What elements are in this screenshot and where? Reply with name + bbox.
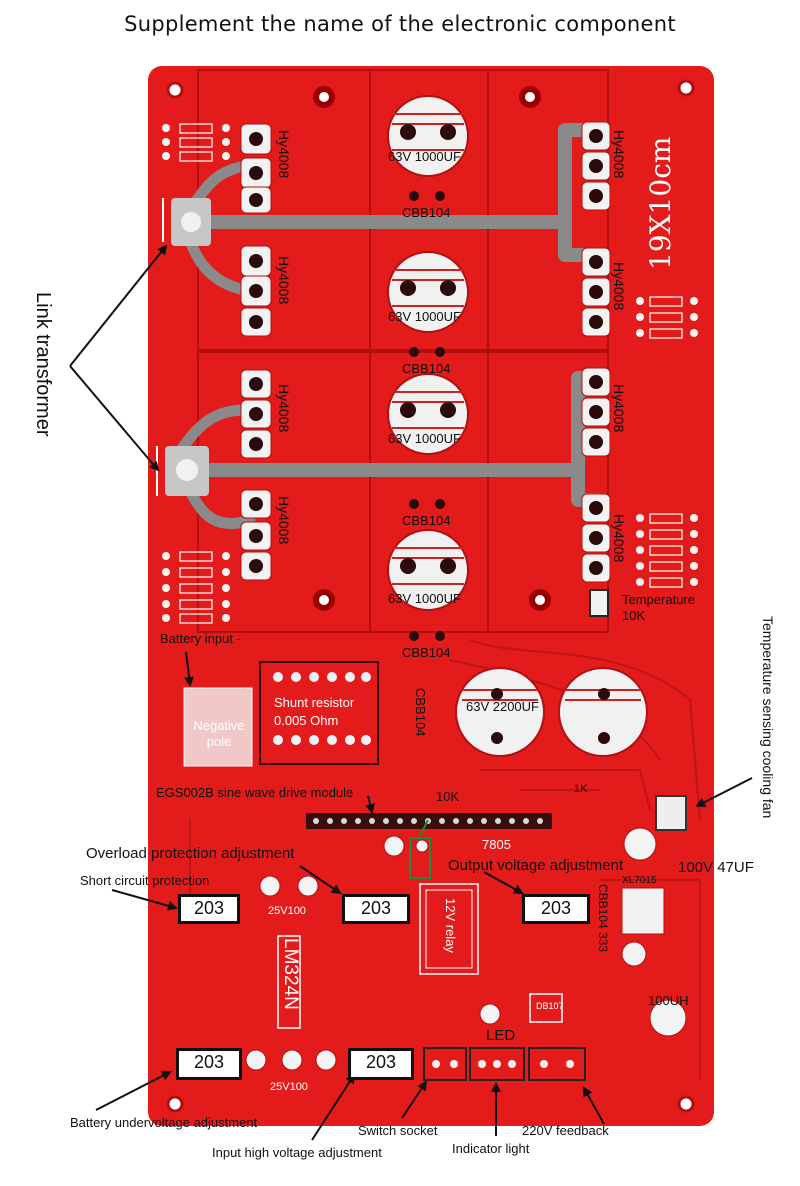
hy4008-label-3: Hy4008 — [276, 384, 292, 433]
cap-1000uf-label-3: 63V 1000UF — [388, 431, 461, 446]
hy4008-label-8: Hy4008 — [611, 514, 627, 563]
overload-label: Overload protection adjustment — [86, 845, 295, 862]
arrow-link-top — [69, 244, 168, 367]
arrow-link-bottom — [69, 365, 160, 472]
lm324-label: LM324N — [280, 938, 301, 1010]
switch-socket-label: Switch socket — [358, 1123, 438, 1138]
cap-25v-label-1: 25V100 — [268, 905, 306, 917]
arrow-fan — [695, 777, 753, 807]
cap-1000uf-label-2: 63V 1000UF — [388, 309, 461, 324]
hy4008-label-4: Hy4008 — [276, 496, 292, 545]
board-size-label: 19X10cm — [644, 136, 677, 270]
cap-2200uf-label: 63V 2200UF — [466, 699, 539, 714]
indicator-light-label: Indicator light — [452, 1141, 530, 1156]
pot-input-high-voltage[interactable]: 203 — [348, 1048, 414, 1080]
cap-1000uf-label-4: 63V 1000UF — [388, 591, 461, 606]
battery-undervoltage-label: Battery undervoltage adjustment — [70, 1115, 258, 1130]
arrow-input-high — [311, 1073, 356, 1141]
hy4008-label-6: Hy4008 — [611, 262, 627, 311]
battery-input-label: Battery input - — [160, 631, 241, 646]
shunt-label: Shunt resistor — [274, 695, 355, 710]
arrow-switch-socket — [401, 1080, 428, 1119]
short-circuit-label: Short circuit protection — [80, 873, 210, 888]
led-label: LED — [486, 1027, 516, 1044]
input-high-voltage-label: Input high voltage adjustment — [212, 1145, 382, 1160]
cooling-fan-label: Temperature sensing cooling fan — [760, 616, 776, 819]
cap-100v-label: 100V 47UF — [678, 859, 754, 876]
arrow-battery-under — [95, 1071, 172, 1111]
arrow-feedback — [583, 1086, 605, 1125]
cap-1000uf-label-1: 63V 1000UF — [388, 149, 461, 164]
pot-short-circuit[interactable]: 203 — [178, 894, 240, 924]
output-voltage-label: Output voltage adjustment — [448, 857, 624, 874]
temperature-value: 10K — [622, 608, 646, 623]
pot-battery-undervoltage[interactable]: 203 — [176, 1048, 242, 1080]
link-transformer-label: Link transformer — [32, 292, 54, 437]
egs-label: EGS002B sine wave drive module — [156, 785, 354, 800]
cbb104-label-3: CBB104 — [402, 513, 451, 528]
arrow-short-circuit — [111, 889, 178, 911]
one-k-label: 1K — [574, 783, 588, 795]
cap-25v-label-2: 25V100 — [270, 1081, 308, 1093]
cbb104-label-5: CBB104 — [413, 688, 428, 737]
relay-label: 12V relay — [443, 898, 458, 953]
arrow-overload — [299, 865, 342, 895]
temperature-label: Temperature — [622, 592, 695, 607]
ten-k-label: 10K — [436, 789, 460, 804]
arrow-battery-input — [184, 651, 195, 687]
cbb333-label: CBB104 333 — [596, 884, 610, 953]
hy4008-label-5: Hy4008 — [611, 130, 627, 179]
pot-output-voltage[interactable]: 203 — [522, 894, 590, 924]
shunt-value: 0.005 Ohm — [274, 713, 339, 728]
feedback-label: 220V feedback — [522, 1123, 609, 1138]
inductor-label: 100UH — [648, 993, 689, 1008]
cbb104-label-1: CBB104 — [402, 205, 451, 220]
db107-label: DB107 — [536, 1001, 564, 1011]
hy4008-label-1: Hy4008 — [276, 130, 292, 179]
negative-pole-label: Negative pole — [193, 718, 245, 749]
pot-overload[interactable]: 203 — [342, 894, 410, 924]
hy4008-label-7: Hy4008 — [611, 384, 627, 433]
arrow-egs — [365, 795, 375, 814]
page-title: Supplement the name of the electronic co… — [124, 12, 676, 36]
hy4008-label-2: Hy4008 — [276, 256, 292, 305]
regulator-7805-label: 7805 — [482, 837, 511, 852]
arrow-output-voltage — [483, 871, 524, 894]
xl7015-label: XL7015 — [622, 875, 657, 886]
cbb104-label-2: CBB104 — [402, 361, 451, 376]
cbb104-label-4: CBB104 — [402, 645, 451, 660]
